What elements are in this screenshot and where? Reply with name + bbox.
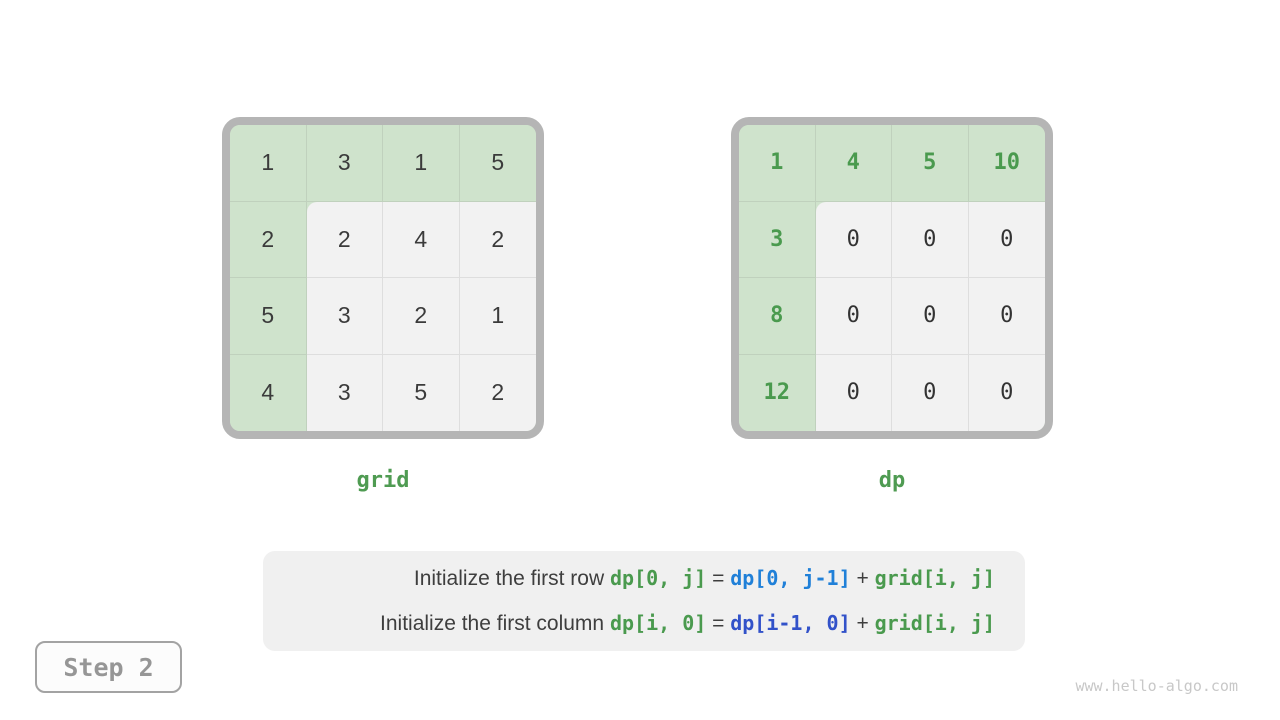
cell-value: 12 [763,380,791,406]
grid-cell-r0c1: 3 [306,125,383,202]
grid-cell-r3c2: 5 [383,354,460,431]
grid-matrix: 1 3 1 5 2 2 4 2 5 3 2 1 4 3 5 2 [222,117,544,439]
grid-cell-r1c0: 3 [739,201,816,278]
grid-cell-r3c0: 4 [230,354,307,431]
cell-value: 3 [337,149,351,176]
grid-cell-r3c3: 2 [459,354,536,431]
grid-matrix-label: grid [356,468,410,493]
caption-code-segment: grid[i, j] [874,611,995,635]
cell-value: 0 [846,380,860,406]
grid-cell-r0c3: 10 [968,125,1045,202]
cell-value: 4 [261,379,275,406]
cell-value: 0 [1000,226,1014,252]
grid-cell-r0c0: 1 [230,125,307,202]
cell-value: 3 [337,302,351,329]
cell-value: 2 [414,302,428,329]
cell-value: 4 [414,225,428,252]
grid-cell-r2c0: 8 [739,278,816,355]
grid-cell-r3c1: 0 [815,354,892,431]
grid-cell-r1c2: 4 [383,201,460,278]
caption-line-first-row: Initialize the first row dp[0, j] = dp[0… [263,556,995,601]
step-badge-label: Step 2 [63,652,154,682]
caption-code-segment: grid[i, j] [874,566,995,590]
cell-value: 2 [491,225,505,252]
cell-value: 3 [770,226,784,252]
caption-text-segment: = [706,612,731,635]
grid-cell-r1c3: 0 [968,201,1045,278]
step-badge: Step 2 [35,641,182,693]
grid-cell-r3c3: 0 [968,354,1045,431]
cell-value: 0 [923,380,937,406]
dp-matrix-label: dp [878,468,906,493]
cell-value: 0 [846,226,860,252]
cell-value: 8 [770,303,784,329]
caption-text-segment: = [706,567,731,590]
cell-value: 5 [261,302,275,329]
cell-value: 0 [923,226,937,252]
cell-value: 5 [923,150,937,176]
cell-value: 0 [1000,380,1014,406]
cell-value: 2 [261,225,275,252]
caption-text-segment: Initialize the first column [380,612,610,635]
grid-cell-r2c0: 5 [230,278,307,355]
dp-matrix: 1 4 5 10 3 0 0 0 8 0 0 0 12 0 0 0 [731,117,1053,439]
grid-cell-r2c1: 0 [815,278,892,355]
grid-cell-r3c0: 12 [739,354,816,431]
caption-code-segment: dp[i-1, 0] [730,611,851,635]
cell-value: 5 [414,379,428,406]
grid-cell-r3c1: 3 [306,354,383,431]
cell-value: 2 [491,379,505,406]
watermark-text: www.hello-algo.com [1075,677,1238,695]
cell-value: 3 [337,379,351,406]
grid-cell-r2c1: 3 [306,278,383,355]
caption-text-segment: + [850,567,875,590]
caption-code-segment: dp[0, j-1] [730,566,851,590]
grid-cell-r2c3: 0 [968,278,1045,355]
cell-value: 10 [993,150,1021,176]
cell-value: 2 [337,225,351,252]
cell-value: 1 [414,149,428,176]
cell-value: 1 [261,149,275,176]
cell-value: 5 [491,149,505,176]
caption-code-segment: dp[i, 0] [609,611,707,635]
cell-value: 0 [846,303,860,329]
grid-cell-r1c3: 2 [459,201,536,278]
grid-cell-r1c1: 0 [815,201,892,278]
grid-cell-r2c2: 0 [892,278,969,355]
cell-value: 0 [1000,303,1014,329]
cell-value: 1 [770,150,784,176]
grid-cell-r2c3: 1 [459,278,536,355]
grid-cell-r3c2: 0 [892,354,969,431]
grid-cell-r0c1: 4 [815,125,892,202]
grid-cell-r1c2: 0 [892,201,969,278]
cell-value: 0 [923,303,937,329]
caption-box: Initialize the first row dp[0, j] = dp[0… [263,551,1025,651]
grid-cell-r0c2: 1 [383,125,460,202]
caption-code-segment: dp[0, j] [609,566,707,590]
caption-line-first-column: Initialize the first column dp[i, 0] = d… [263,601,995,646]
grid-cell-r0c0: 1 [739,125,816,202]
caption-text-segment: + [850,612,875,635]
grid-cell-r2c2: 2 [383,278,460,355]
grid-cell-r1c0: 2 [230,201,307,278]
grid-cell-r1c1: 2 [306,201,383,278]
grid-cell-r0c2: 5 [892,125,969,202]
caption-text-segment: Initialize the first row [413,567,610,590]
cell-value: 1 [491,302,505,329]
grid-cell-r0c3: 5 [459,125,536,202]
cell-value: 4 [846,150,860,176]
